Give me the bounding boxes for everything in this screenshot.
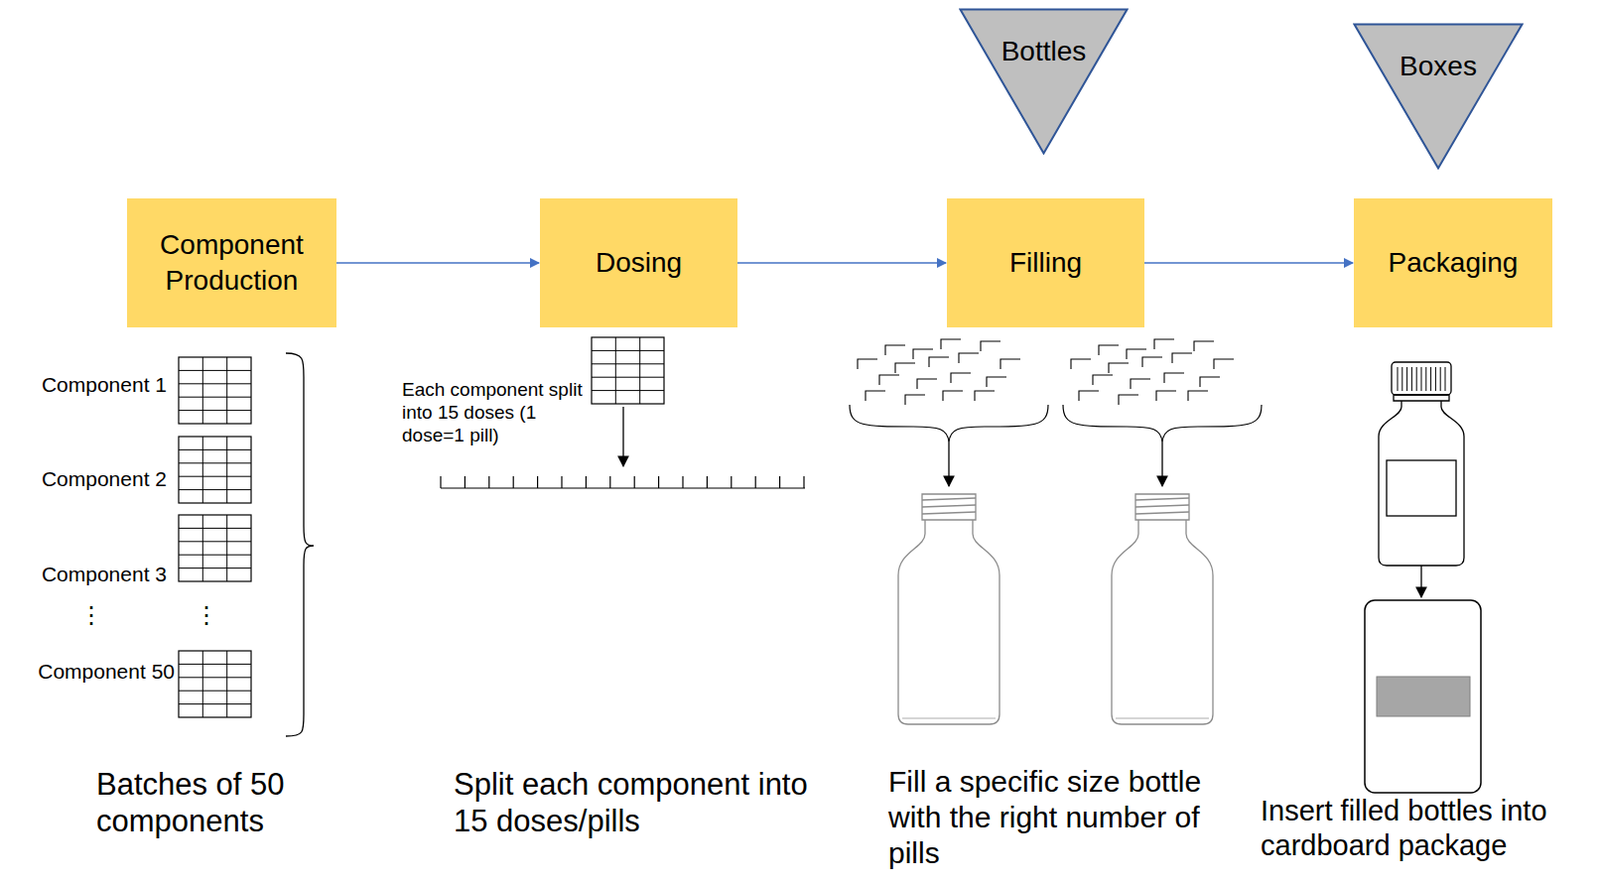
step-description: Split each component into 15 doses/pills xyxy=(453,766,811,840)
capped-bottle xyxy=(1378,362,1465,566)
brace xyxy=(849,404,1049,443)
component-name: Component 2 xyxy=(5,466,167,492)
fill-arrow xyxy=(1161,442,1163,487)
process-box: Packaging xyxy=(1353,198,1553,328)
fill-arrow xyxy=(947,442,949,487)
process-label: Dosing xyxy=(587,241,690,285)
component-name: Component 1 xyxy=(5,372,167,398)
bottle xyxy=(1111,494,1213,725)
dosing-note: Each component split into 15 doses (1 do… xyxy=(401,379,589,447)
bracket xyxy=(285,353,314,737)
component-name: Component 50 xyxy=(5,659,175,684)
insert-arrow xyxy=(1420,565,1422,598)
inventory-label: Bottles xyxy=(1001,35,1087,68)
inventory-triangle: Boxes xyxy=(1352,22,1524,170)
component-grid xyxy=(178,651,252,718)
split-arrow xyxy=(622,406,624,467)
process-label: Component Production xyxy=(127,223,337,304)
flow-arrow xyxy=(336,262,539,264)
cardboard-box xyxy=(1364,600,1481,794)
process-label: Packaging xyxy=(1380,241,1527,285)
step-description: Fill a specific size bottle with the rig… xyxy=(888,764,1231,872)
process-box: Dosing xyxy=(539,198,738,328)
process-box: Component Production xyxy=(127,198,337,328)
box-label xyxy=(1376,676,1470,717)
flow-arrow xyxy=(1144,262,1353,264)
step-description: Batches of 50 components xyxy=(96,766,330,840)
inventory-label: Boxes xyxy=(1399,50,1477,83)
process-box: Filling xyxy=(946,198,1145,328)
component-grid xyxy=(591,337,665,404)
bottle xyxy=(898,494,1000,725)
triangle-outline xyxy=(958,7,1129,155)
ellipsis: ⋮ xyxy=(186,601,227,631)
pills xyxy=(857,339,1234,405)
dose-comb xyxy=(440,476,805,489)
component-grid xyxy=(178,357,252,424)
brace xyxy=(1063,404,1262,443)
triangle-outline xyxy=(1352,22,1524,170)
component-grid xyxy=(178,515,252,582)
component-grid xyxy=(178,436,252,504)
step-description: Insert filled bottles into cardboard pac… xyxy=(1260,794,1593,864)
ellipsis: ⋮ xyxy=(71,601,112,631)
flow-arrow xyxy=(737,262,946,264)
inventory-triangle: Bottles xyxy=(958,7,1129,155)
component-name: Component 3 xyxy=(5,561,167,587)
process-label: Filling xyxy=(1001,241,1090,285)
